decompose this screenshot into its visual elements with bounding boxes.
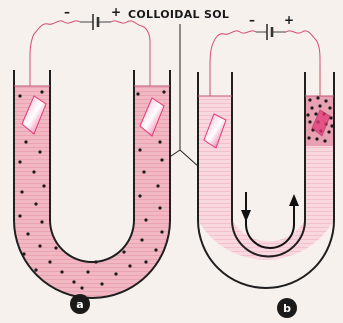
label-b: b — [283, 302, 291, 315]
apparatus-a: – + — [14, 5, 170, 314]
battery-icon — [80, 14, 111, 30]
flow-arrow-head-up — [289, 194, 299, 206]
label-a: a — [76, 298, 83, 311]
tube-inner-a — [50, 70, 134, 262]
negative-sign: – — [249, 13, 255, 27]
flow-arrow-head-down — [241, 210, 251, 222]
diagram-title: COLLOIDAL SOL — [128, 8, 229, 21]
apparatus-b: – + b — [198, 13, 334, 318]
right-wire — [286, 31, 320, 96]
right-wire — [111, 21, 150, 92]
left-wire — [30, 21, 80, 96]
battery-icon — [256, 24, 286, 40]
positive-sign: + — [111, 5, 121, 19]
positive-sign: + — [284, 13, 294, 27]
negative-sign: – — [64, 5, 70, 19]
